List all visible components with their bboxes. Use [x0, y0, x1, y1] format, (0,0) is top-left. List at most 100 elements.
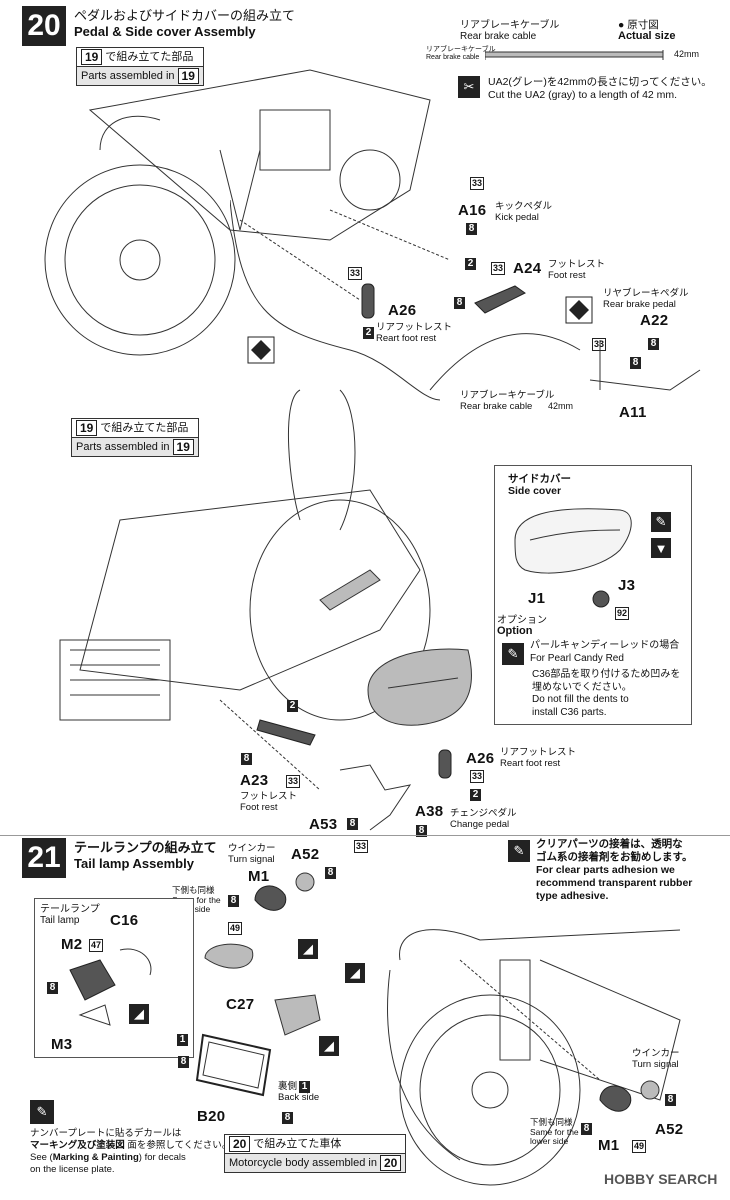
turn-signal-part	[254, 872, 315, 911]
color-2-footrest: 2	[465, 258, 476, 270]
dent-note: C36部品を取り付けるため凹みを 埋めないでください。 Do not fill …	[532, 669, 681, 718]
cut-icon: ✂	[458, 76, 480, 98]
step-21-title-ja: テールランプの組み立て	[74, 840, 217, 855]
part-c27: C27	[226, 996, 255, 1013]
part-a16: A16	[458, 202, 487, 219]
cut-en: Cut the UA2 (gray) to a length of 42 mm.	[488, 89, 678, 101]
change-pedal-part	[339, 764, 412, 831]
hobby-search-watermark: HOBBY SEARCH	[604, 1171, 718, 1187]
license-plate	[195, 1033, 272, 1097]
color-1-plate: 1	[177, 1034, 188, 1046]
foot-rest-label: フットレスト Foot rest	[548, 259, 606, 281]
color-8-footrest: 8	[454, 297, 465, 309]
color-33-brake: 33	[592, 338, 607, 351]
glue-icon-c27: ◢	[298, 939, 318, 959]
part-j1: J1	[528, 590, 546, 607]
color-33-a26-lower: 33	[470, 770, 485, 783]
ref-en: Parts assembled in	[81, 70, 175, 82]
turn-signal-rear	[599, 1080, 660, 1112]
part-a23: A23	[240, 772, 269, 789]
part-m3: M3	[51, 1036, 73, 1053]
glue-icon-tail: ◢	[129, 1004, 149, 1024]
color-8-m1: 8	[228, 895, 239, 907]
turn-signal-label-2: ウインカー Turn signal	[632, 1048, 680, 1070]
body-ref-en: Motorcycle body assembled in	[229, 1157, 377, 1169]
color-2-a23: 2	[287, 700, 298, 712]
color-8-m1b: 8	[581, 1123, 592, 1135]
brake-cable-and-pedal	[230, 199, 701, 401]
side-cover-label: サイドカバー Side cover	[508, 473, 571, 497]
tail-lamp-housing	[204, 943, 254, 969]
ref-lower-number: 19	[76, 420, 98, 436]
a26-lower-label: リアフットレスト Reart foot rest	[500, 747, 577, 769]
color-33-a38: 33	[354, 840, 369, 853]
cut-ja: UA2(グレー)を42mmの長さに切ってください。	[488, 76, 712, 88]
cable-title: リアブレーキケーブル Rear brake cable	[460, 20, 560, 42]
part-a22: A22	[640, 312, 669, 329]
ref-step-number-en: 19	[177, 68, 199, 84]
ref-lower-number-en: 19	[172, 439, 194, 455]
color-47: 47	[89, 939, 104, 952]
color-8-a22: 8	[648, 338, 659, 350]
paint-icon: ✎	[651, 512, 671, 532]
motorcycle-drawing-lower	[59, 389, 431, 790]
color-33-rear-foot: 33	[348, 267, 363, 280]
color-8-kick: 8	[466, 223, 477, 235]
motorcycle-drawing-upper	[44, 69, 451, 356]
a23-foot-rest-label: フットレスト Foot rest	[240, 791, 298, 813]
turn-signal-label: ウインカー Turn signal	[228, 843, 276, 865]
ref-ja: で組み立てた部品	[105, 51, 194, 63]
part-c16: C16	[110, 912, 139, 929]
ref-step-number: 19	[81, 49, 103, 65]
part-a52: A52	[291, 846, 320, 863]
color-8-a38: 8	[416, 825, 427, 837]
side-cover-part	[514, 508, 632, 574]
step-21-title: テールランプの組み立て Tail lamp Assembly	[74, 840, 217, 872]
kick-pedal-label: キックペダル Kick pedal	[495, 201, 553, 223]
color-8-a52: 8	[325, 867, 336, 879]
c27-bracket	[274, 994, 321, 1036]
clear-parts-glue-icon: ✎	[508, 840, 530, 862]
color-33-kick: 33	[470, 177, 485, 190]
back-side-label: 裏側 Back side	[278, 1081, 320, 1103]
color-1-back: 1	[299, 1081, 310, 1093]
tail-lamp-part	[69, 948, 152, 1026]
step-21-title-en: Tail lamp Assembly	[74, 856, 194, 871]
step-20-number: 20	[22, 6, 66, 46]
step-21-number: 21	[22, 838, 66, 878]
diamond-marker-left	[247, 336, 275, 364]
part-j3: J3	[618, 577, 636, 594]
color-92: 92	[615, 607, 630, 620]
cable-length-label: 42mm	[674, 49, 700, 59]
motorcycle-rear-drawing	[387, 929, 681, 1186]
cable-small-label: リアブレーキケーブル Rear brake cable	[426, 46, 496, 61]
color-8-a53: 8	[347, 818, 358, 830]
part-a53: A53	[309, 816, 338, 833]
same-lower-side-2: 下側も同様 Same for the lower side	[530, 1117, 579, 1146]
color-2-rear-foot: 2	[363, 327, 374, 339]
step-20-title-en: Pedal & Side cover Assembly	[74, 24, 256, 39]
part-a11: A11	[619, 404, 647, 421]
diamond-marker-right	[565, 296, 593, 324]
color-8-brake: 8	[630, 357, 641, 369]
option-paint-icon: ✎	[502, 643, 524, 665]
body-ref-number-en: 20	[379, 1155, 402, 1171]
part-b20: B20	[197, 1108, 226, 1125]
j3-part	[592, 590, 610, 608]
color-8-a23: 8	[241, 753, 252, 765]
footrest-part	[474, 285, 526, 314]
part-a24: A24	[513, 260, 542, 277]
rear-foot-rest-label: リアフットレスト Reart foot rest	[376, 322, 453, 344]
part-a26-lower: A26	[466, 750, 495, 767]
body-ref-ja: で組み立てた車体	[253, 1138, 342, 1150]
glue-icon-fender: ◢	[345, 963, 365, 983]
step-divider	[0, 835, 730, 836]
part-a52b: A52	[655, 1121, 684, 1138]
glue-icon: ▼	[651, 538, 671, 558]
cable-len-bottom: 42mm	[548, 401, 574, 411]
decal-note: ナンバープレートに貼るデカールは マーキング及び塗装図 面を参照してください。 …	[30, 1128, 232, 1175]
part-m1b: M1	[598, 1137, 620, 1154]
